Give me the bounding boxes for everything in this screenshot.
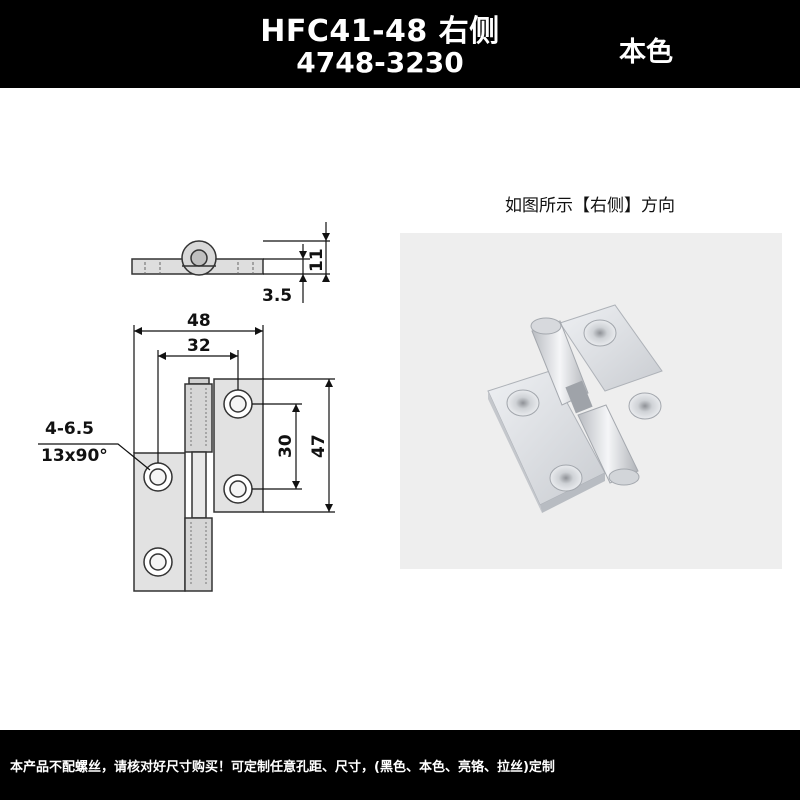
side-view-hidden-lines <box>144 262 254 274</box>
front-dimensions <box>38 325 335 513</box>
dim-spacing-30: 30 <box>276 434 296 458</box>
dim-height-47: 47 <box>309 434 329 458</box>
technical-drawing: 11 3.5 <box>38 222 335 592</box>
side-view <box>131 240 264 276</box>
hinge-illustration <box>487 304 663 513</box>
hinge-knuckle <box>184 377 213 592</box>
product-photo <box>400 233 782 569</box>
side-dimensions <box>263 222 330 303</box>
dim-width-48: 48 <box>187 311 211 331</box>
purchase-notice: 本产品不配螺丝，请核对好尺寸购买！可定制任意孔距、尺寸，(黑色、本色、亮铬、拉丝… <box>10 760 555 775</box>
hole-left-top <box>143 462 173 492</box>
hole-spec-count: 4-6.5 <box>45 419 94 439</box>
part-number: 4748-3230 <box>296 46 464 79</box>
hole-left-bottom <box>143 547 173 577</box>
dim-height-11: 11 <box>307 248 327 272</box>
side-view-pin <box>190 249 208 267</box>
dim-thickness-3-5: 3.5 <box>262 286 292 306</box>
finish-label: 本色 <box>619 37 673 68</box>
hole-spec-countersink: 13x90° <box>41 446 108 466</box>
mounting-holes <box>143 389 253 577</box>
photo-caption: 如图所示【右侧】方向 <box>505 196 675 216</box>
footer-bar: 本产品不配螺丝，请核对好尺寸购买！可定制任意孔距、尺寸，(黑色、本色、亮铬、拉丝… <box>0 730 800 800</box>
model-title: HFC41-48 右侧 <box>260 14 500 49</box>
dim-spacing-32: 32 <box>187 336 211 356</box>
hole-right-top <box>223 389 253 419</box>
hole-right-bottom <box>223 474 253 504</box>
photo-knuckle <box>530 317 640 486</box>
header-bar: HFC41-48 右侧 4748-3230 本色 <box>0 0 800 88</box>
knuckle-hatch <box>190 388 207 586</box>
